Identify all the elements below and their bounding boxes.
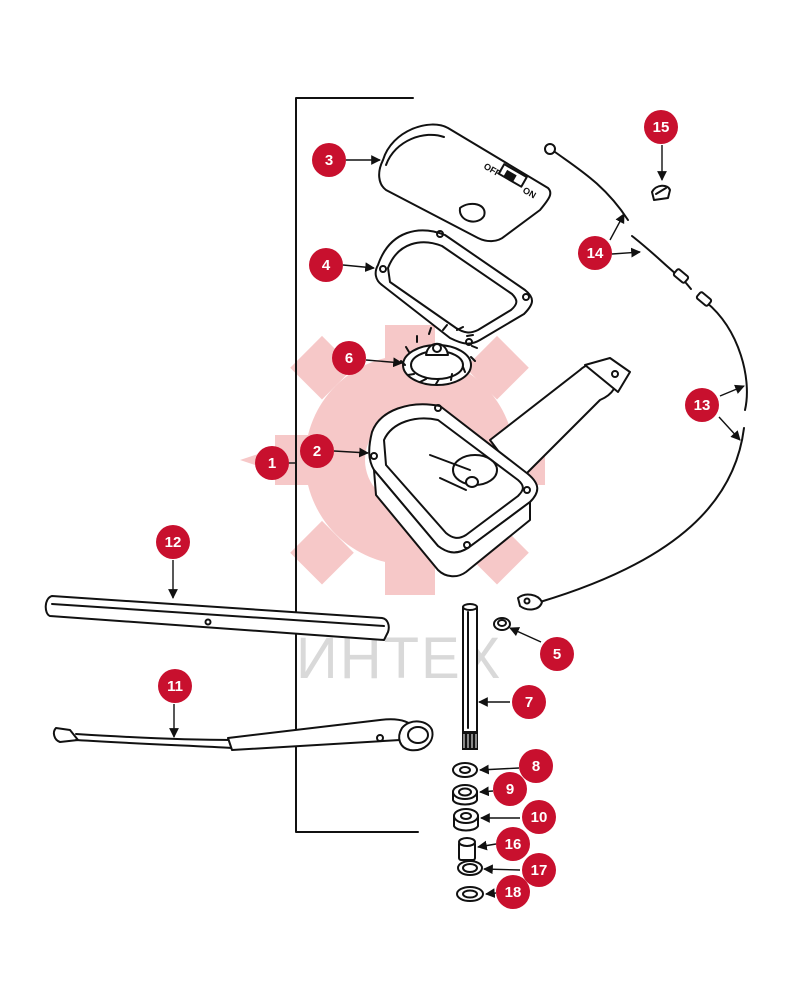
svg-text:3: 3 xyxy=(325,152,333,169)
svg-text:7: 7 xyxy=(525,694,533,711)
callout-8: 8 xyxy=(519,749,553,783)
part-motor-housing xyxy=(368,357,631,578)
svg-text:12: 12 xyxy=(165,534,182,551)
svg-text:15: 15 xyxy=(653,119,670,136)
part-gasket xyxy=(374,229,533,346)
callout-10: 10 xyxy=(522,800,556,834)
callout-11: 11 xyxy=(158,669,192,703)
svg-text:1: 1 xyxy=(268,455,276,472)
svg-text:11: 11 xyxy=(167,678,183,695)
part-cap-nut-16 xyxy=(458,837,476,861)
part-washer-8 xyxy=(452,762,478,778)
callout-12: 12 xyxy=(156,525,190,559)
svg-text:17: 17 xyxy=(531,862,548,879)
svg-text:8: 8 xyxy=(532,758,540,775)
callout-4: 4 xyxy=(309,248,343,282)
callout-5: 5 xyxy=(540,637,574,671)
svg-text:5: 5 xyxy=(553,646,561,663)
part-long-cable xyxy=(517,291,748,611)
svg-text:16: 16 xyxy=(505,836,522,853)
part-washer-18 xyxy=(456,886,484,902)
part-wiper-blade xyxy=(44,595,390,641)
part-clip xyxy=(651,184,671,201)
callout-16: 16 xyxy=(496,827,530,861)
part-short-cable xyxy=(544,143,692,290)
part-bushing-9 xyxy=(452,784,478,806)
part-wiper-arm xyxy=(52,718,434,752)
callout-18: 18 xyxy=(496,875,530,909)
svg-text:13: 13 xyxy=(694,397,711,414)
callout-3: 3 xyxy=(312,143,346,177)
svg-text:9: 9 xyxy=(506,781,514,798)
part-nut-10 xyxy=(453,808,479,832)
svg-text:14: 14 xyxy=(587,245,604,262)
svg-text:10: 10 xyxy=(531,809,548,826)
part-cover-plate: OFF ON xyxy=(378,123,552,243)
callout-9: 9 xyxy=(493,772,527,806)
part-drive-shaft xyxy=(462,603,478,750)
callout-7: 7 xyxy=(512,685,546,719)
svg-text:4: 4 xyxy=(322,257,331,274)
callout-2: 2 xyxy=(300,434,334,468)
callouts: 1 2 3 4 5 6 7 8 9 10 11 12 13 14 15 16 1… xyxy=(156,110,719,909)
callout-14: 14 xyxy=(578,236,612,270)
part-small-nut xyxy=(493,617,511,631)
callout-6: 6 xyxy=(332,341,366,375)
part-washer-17 xyxy=(457,860,483,876)
part-gear xyxy=(400,324,478,386)
leader-lines xyxy=(168,145,745,898)
callout-13: 13 xyxy=(685,388,719,422)
svg-text:2: 2 xyxy=(313,443,321,460)
callout-17: 17 xyxy=(522,853,556,887)
callout-15: 15 xyxy=(644,110,678,144)
svg-text:18: 18 xyxy=(505,884,522,901)
callout-1: 1 xyxy=(255,446,289,480)
svg-text:6: 6 xyxy=(345,350,353,367)
